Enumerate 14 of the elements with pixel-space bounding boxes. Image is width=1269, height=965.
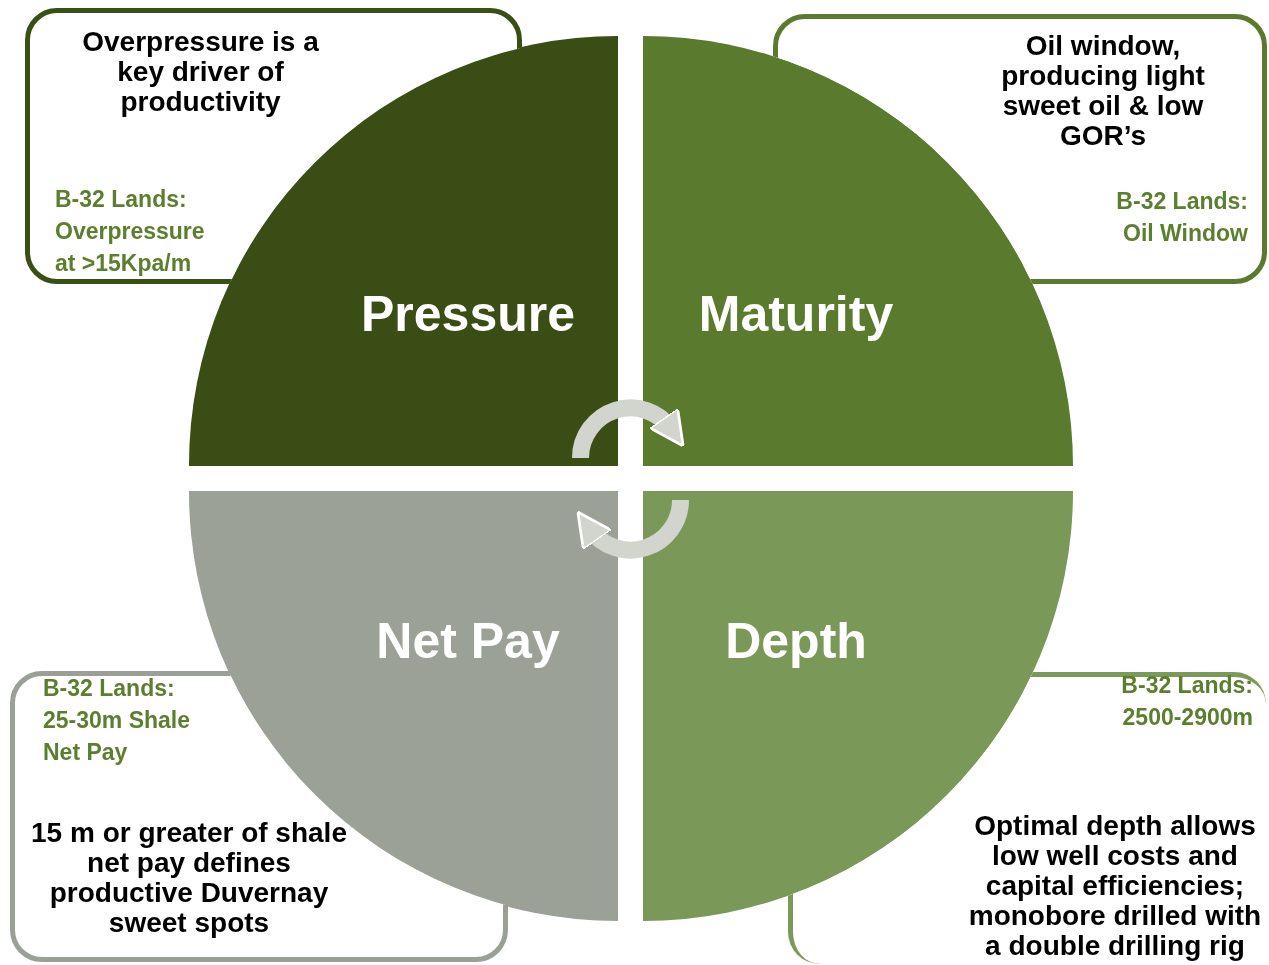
callout-text: 15 m or greater of shale net pay defines productive Duvernay sweet spots [30,818,348,938]
lands-note: B-32 Lands: 25-30m Shale Net Pay [43,674,192,767]
quadrant-label: Pressure [361,289,575,339]
cycle-arrow [575,499,689,559]
quadrant-label: Net Pay [376,616,560,666]
lands-note: B-32 Lands: Overpressure at >15Kpa/m [55,185,206,278]
callout-text: Oil window, producing light sweet oil & low GOR’s [1000,31,1206,151]
lands-note: B-32 Lands: Oil Window [1115,187,1248,248]
callout-text: Overpressure is a key driver of productivity [81,27,320,117]
callout-text: Optimal depth allows low well costs and capital efficiencies; monobore drilled with a double drilling rig [967,811,1263,961]
quadrant-label: Depth [725,616,867,666]
cycle-arrow [572,399,686,459]
lands-note: B-32 Lands: 2500-2900m [1120,671,1253,732]
quadrant-label: Maturity [698,289,894,339]
